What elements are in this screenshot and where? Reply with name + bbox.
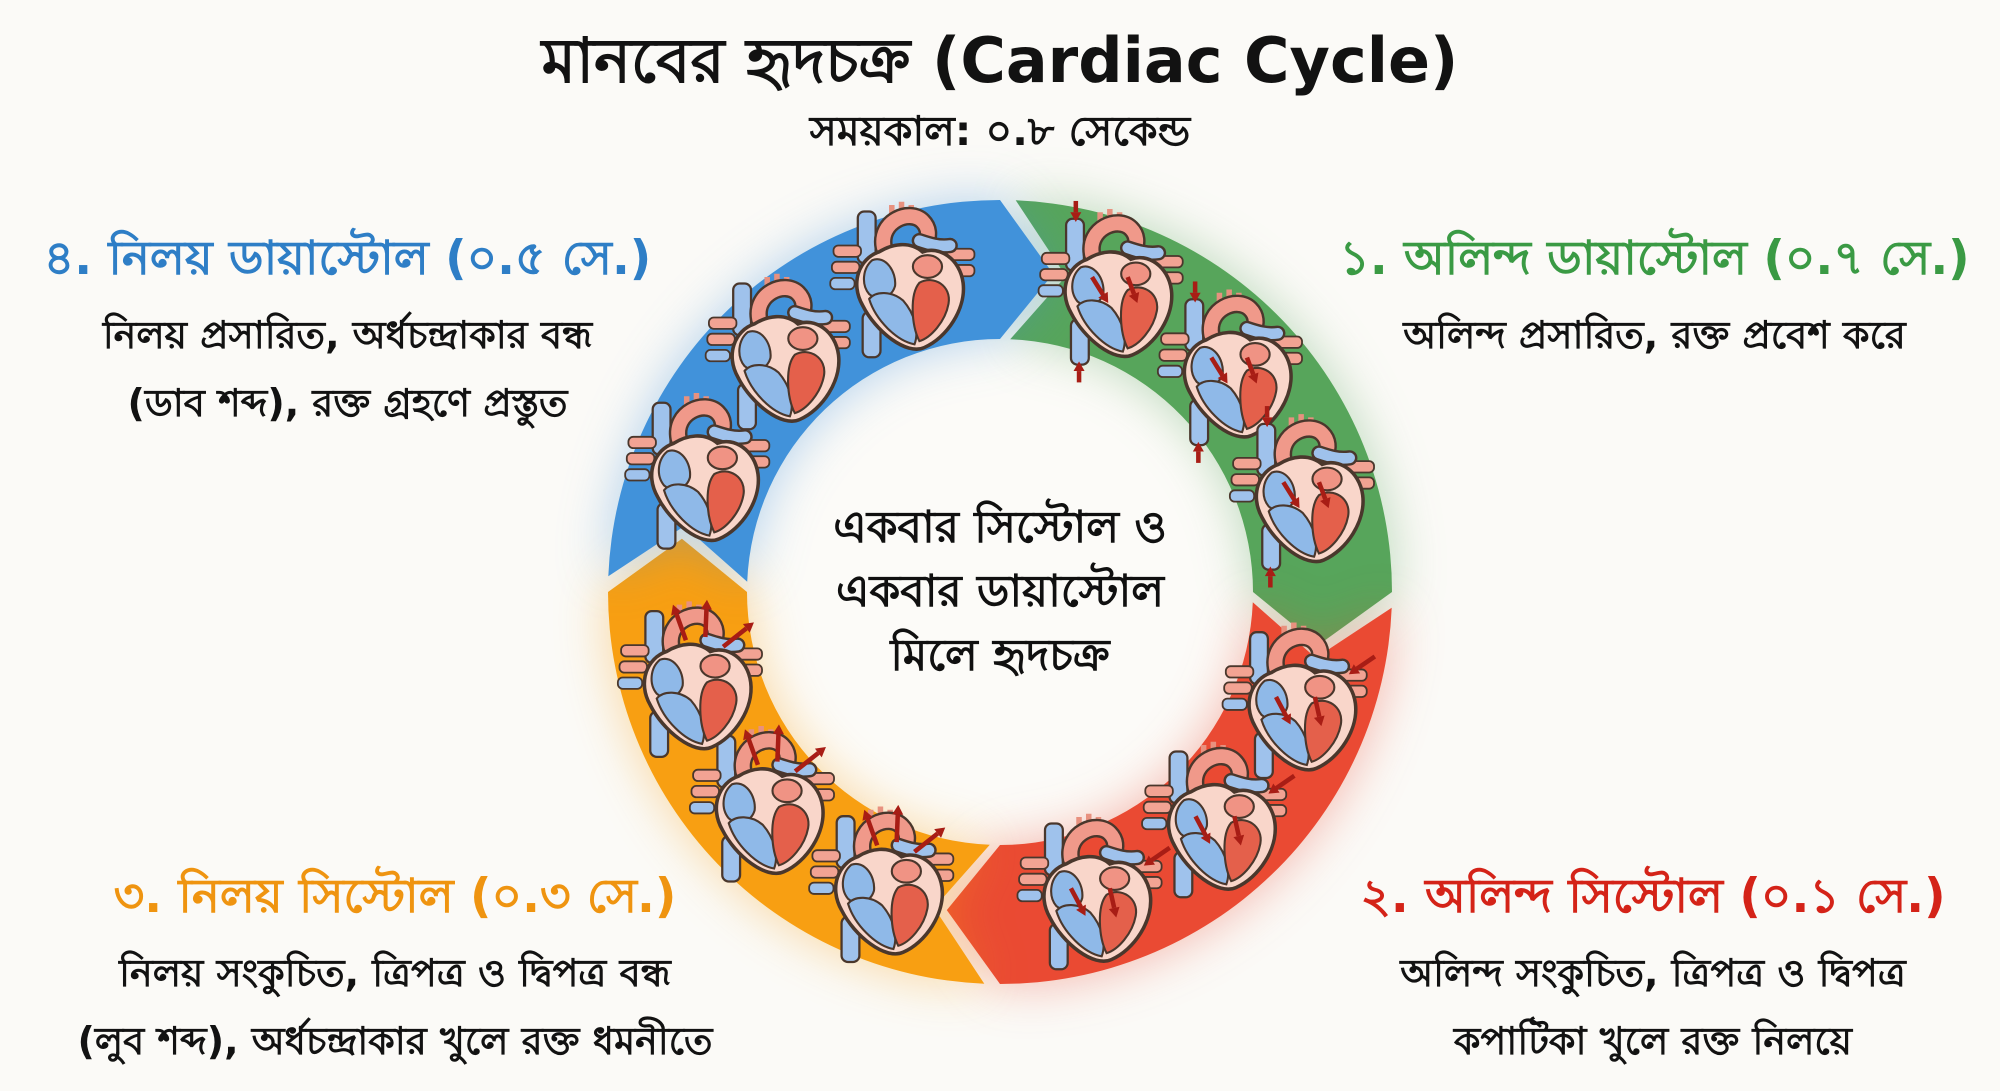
stage-heading: ৪. নিলয় ডায়াস্টোল (০.৫ সে.) — [43, 231, 652, 286]
stage-description-line: (ডাব শব্দ), রক্ত গ্রহণে প্রস্তুত — [127, 380, 568, 425]
ring-center-hub — [749, 341, 1251, 843]
heart-diagram-icon — [1037, 200, 1184, 383]
stage-description-line: নিলয় সংকুচিত, ত্রিপত্র ও দ্বিপত্র বন্ধ — [119, 950, 671, 995]
page-title: মানবের হৃদচক্র (Cardiac Cycle) — [541, 24, 1459, 97]
stage-heading: ২. অলিন্দ সিস্টোল (০.১ সে.) — [1360, 869, 1946, 924]
heart-diagram-icon — [1228, 406, 1375, 588]
stage-label-3-ventricular-systole: ৩. নিলয় সিস্টোল (০.৩ সে.) নিলয় সংকুচিত… — [0, 868, 790, 1075]
stage-heading: ১. অলিন্দ ডায়াস্টোল (০.৭ সে.) — [1339, 231, 1970, 286]
stage-label-2-atrial-systole: ২. অলিন্দ সিস্টোল (০.১ সে.) অলিন্দ সংকুচ… — [1318, 868, 1988, 1075]
page-subtitle: সময়কাল: ০.৮ সেকেন্ড — [809, 107, 1191, 155]
heart-diagram-icon — [1141, 741, 1296, 899]
stage-label-4-ventricular-diastole: ৪. নিলয় ডায়াস্টোল (০.৫ সে.) নিলয় প্রস… — [15, 230, 680, 437]
stage-description-line: অলিন্দ সংকুচিত, ত্রিপত্র ও দ্বিপত্র — [1400, 950, 1906, 995]
heart-diagram-icon — [1156, 281, 1303, 463]
heart-diagram-icon — [704, 273, 851, 431]
stage-label-1-atrial-diastole: ১. অলিন্দ ডায়াস্টোল (০.৭ সে.) অলিন্দ প্… — [1322, 230, 1987, 369]
center-caption-line: একবার সিস্টোল ও — [833, 502, 1167, 553]
heart-diagram-icon — [829, 201, 976, 359]
center-caption-line: একবার ডায়াস্টোল — [835, 566, 1164, 617]
stage-description-line: নিলয় প্রসারিত, অর্ধচন্দ্রাকার বন্ধ — [102, 312, 593, 357]
heart-diagram-icon — [616, 599, 763, 759]
heart-diagram-icon — [1016, 813, 1172, 971]
heart-diagram-icon — [1221, 622, 1377, 780]
stage-heading: ৩. নিলয় সিস্টোল (০.৩ সে.) — [113, 869, 677, 924]
stage-description-line: (লুব শব্দ), অর্ধচন্দ্রাকার খুলে রক্ত ধমন… — [77, 1018, 713, 1063]
cycle-center-caption: একবার সিস্টোল ও একবার ডায়াস্টোল মিলে হৃ… — [690, 496, 1310, 688]
center-caption-line: মিলে হৃদচক্র — [890, 630, 1110, 681]
stage-description-line: অলিন্দ প্রসারিত, রক্ত প্রবেশ করে — [1403, 312, 1906, 357]
heart-diagram-icon — [808, 804, 955, 964]
heart-diagram-icon — [624, 393, 771, 550]
stage-description-line: কপাটিকা খুলে রক্ত নিলয়ে — [1453, 1018, 1853, 1063]
heart-diagram-icon — [688, 724, 835, 883]
